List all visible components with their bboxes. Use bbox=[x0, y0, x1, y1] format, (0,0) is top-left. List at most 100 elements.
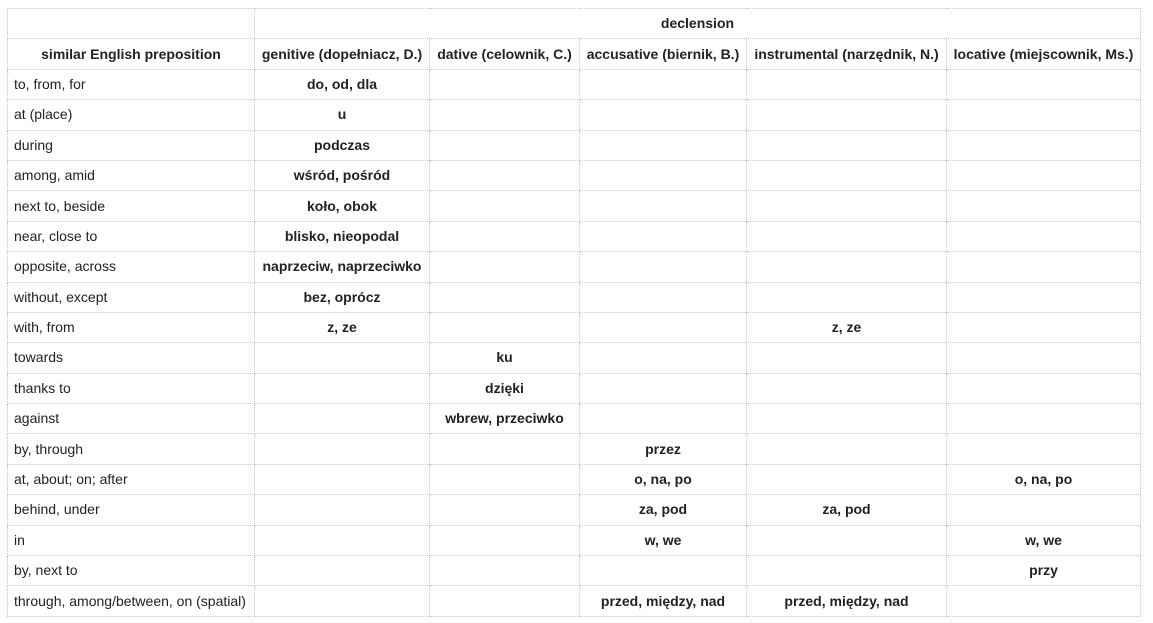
polish-preposition-cell-instrumental bbox=[746, 129, 947, 161]
header-corner-cell bbox=[7, 7, 255, 40]
english-preposition-cell: next to, beside bbox=[7, 190, 255, 222]
polish-preposition-cell-accusative bbox=[579, 129, 747, 161]
column-header-dative: dative (celownik, C.) bbox=[429, 38, 580, 70]
polish-preposition-cell-dative bbox=[429, 190, 580, 222]
polish-preposition-cell-dative bbox=[429, 433, 580, 465]
polish-preposition-cell-instrumental bbox=[746, 99, 947, 131]
column-header-english: similar English preposition bbox=[7, 38, 255, 70]
polish-preposition-cell-accusative: przez bbox=[579, 433, 747, 465]
polish-preposition-cell-genitive bbox=[254, 494, 430, 526]
polish-preposition-cell-genitive: u bbox=[254, 99, 430, 131]
english-preposition-cell: during bbox=[7, 129, 255, 161]
polish-preposition-cell-dative bbox=[429, 463, 580, 496]
polish-preposition-cell-locative bbox=[946, 372, 1141, 405]
declension-group-header: declension bbox=[254, 7, 1141, 40]
polish-preposition-cell-accusative bbox=[579, 342, 747, 374]
header-group-row: declension bbox=[7, 7, 1141, 40]
polish-preposition-cell-dative bbox=[429, 68, 580, 101]
polish-preposition-cell-genitive: wśród, pośród bbox=[254, 159, 430, 192]
polish-preposition-cell-accusative: przed, między, nad bbox=[579, 585, 747, 617]
polish-preposition-cell-locative bbox=[946, 342, 1141, 374]
table-row: at (place)u bbox=[7, 99, 1141, 131]
polish-preposition-cell-instrumental bbox=[746, 524, 947, 557]
polish-preposition-cell-locative bbox=[946, 159, 1141, 192]
polish-preposition-cell-genitive: do, od, dla bbox=[254, 68, 430, 101]
polish-preposition-cell-instrumental bbox=[746, 220, 947, 253]
column-header-accusative: accusative (biernik, B.) bbox=[579, 38, 747, 70]
polish-preposition-cell-instrumental: z, ze bbox=[746, 311, 947, 344]
polish-preposition-cell-dative bbox=[429, 99, 580, 131]
polish-preposition-cell-accusative: w, we bbox=[579, 524, 747, 557]
polish-preposition-cell-accusative bbox=[579, 99, 747, 131]
polish-preposition-cell-accusative bbox=[579, 281, 747, 313]
polish-preposition-cell-locative bbox=[946, 190, 1141, 222]
polish-preposition-cell-locative bbox=[946, 403, 1141, 435]
polish-preposition-cell-accusative bbox=[579, 403, 747, 435]
table-header: declension similar English preposition g… bbox=[7, 7, 1141, 70]
polish-preposition-cell-accusative bbox=[579, 190, 747, 222]
polish-preposition-cell-instrumental bbox=[746, 372, 947, 405]
english-preposition-cell: by, through bbox=[7, 433, 255, 465]
polish-preposition-cell-instrumental bbox=[746, 342, 947, 374]
polish-preposition-cell-instrumental bbox=[746, 159, 947, 192]
polish-preposition-cell-accusative bbox=[579, 159, 747, 192]
column-header-genitive: genitive (dopełniacz, D.) bbox=[254, 38, 430, 70]
polish-preposition-cell-accusative bbox=[579, 251, 747, 283]
polish-preposition-cell-dative: wbrew, przeciwko bbox=[429, 403, 580, 435]
polish-preposition-cell-genitive bbox=[254, 524, 430, 557]
polish-preposition-cell-genitive: naprzeciw, naprzeciwko bbox=[254, 251, 430, 283]
polish-preposition-cell-genitive: podczas bbox=[254, 129, 430, 161]
polish-preposition-cell-genitive: z, ze bbox=[254, 311, 430, 344]
polish-preposition-cell-dative: ku bbox=[429, 342, 580, 374]
polish-preposition-cell-accusative bbox=[579, 555, 747, 587]
english-preposition-cell: behind, under bbox=[7, 494, 255, 526]
polish-preposition-cell-instrumental bbox=[746, 68, 947, 101]
english-preposition-cell: opposite, across bbox=[7, 251, 255, 283]
english-preposition-cell: through, among/between, on (spatial) bbox=[7, 585, 255, 617]
polish-preposition-cell-dative bbox=[429, 494, 580, 526]
table-row: by, through przez bbox=[7, 433, 1141, 465]
polish-preposition-cell-instrumental: za, pod bbox=[746, 494, 947, 526]
english-preposition-cell: among, amid bbox=[7, 159, 255, 192]
polish-preposition-cell-genitive: koło, obok bbox=[254, 190, 430, 222]
polish-preposition-cell-genitive: blisko, nieopodal bbox=[254, 220, 430, 253]
polish-preposition-cell-genitive bbox=[254, 403, 430, 435]
english-preposition-cell: thanks to bbox=[7, 372, 255, 405]
polish-preposition-cell-dative bbox=[429, 281, 580, 313]
english-preposition-cell: at (place) bbox=[7, 99, 255, 131]
polish-preposition-cell-locative: w, we bbox=[946, 524, 1141, 557]
prepositions-table: declension similar English preposition g… bbox=[7, 7, 1141, 617]
polish-preposition-cell-dative bbox=[429, 159, 580, 192]
polish-preposition-cell-locative bbox=[946, 129, 1141, 161]
polish-preposition-cell-dative bbox=[429, 311, 580, 344]
english-preposition-cell: by, next to bbox=[7, 555, 255, 587]
polish-preposition-cell-instrumental bbox=[746, 433, 947, 465]
polish-preposition-cell-instrumental bbox=[746, 281, 947, 313]
header-columns-row: similar English preposition genitive (do… bbox=[7, 38, 1141, 70]
polish-preposition-cell-dative bbox=[429, 555, 580, 587]
english-preposition-cell: at, about; on; after bbox=[7, 463, 255, 496]
polish-preposition-cell-dative bbox=[429, 220, 580, 253]
table-row: by, next to przy bbox=[7, 555, 1141, 587]
polish-preposition-cell-genitive bbox=[254, 372, 430, 405]
polish-preposition-cell-locative bbox=[946, 585, 1141, 617]
polish-preposition-cell-accusative: o, na, po bbox=[579, 463, 747, 496]
polish-preposition-cell-accusative bbox=[579, 311, 747, 344]
polish-preposition-cell-locative bbox=[946, 494, 1141, 526]
polish-preposition-cell-locative bbox=[946, 251, 1141, 283]
polish-preposition-cell-dative bbox=[429, 251, 580, 283]
polish-preposition-cell-locative: przy bbox=[946, 555, 1141, 587]
polish-preposition-cell-accusative bbox=[579, 372, 747, 405]
